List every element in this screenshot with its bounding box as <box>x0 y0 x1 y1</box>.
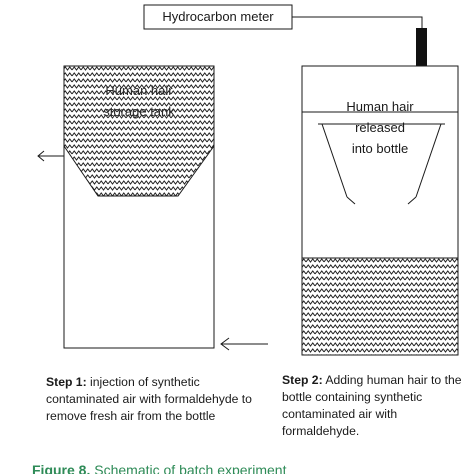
step1-title: Step 1: <box>46 375 87 389</box>
step1-text: injection of synthetic contaminated air … <box>46 375 252 423</box>
bottle-cap <box>301 65 459 113</box>
hydrocarbon-meter-label: Hydrocarbon meter <box>162 9 274 24</box>
meter-wire <box>292 16 423 28</box>
funnel-left-wall <box>321 123 348 198</box>
hair-storage-tank-hopper <box>63 65 215 197</box>
figure-caption: Figure 8. Schematic of batch experiment <box>32 462 452 474</box>
funnel-right-wall <box>415 123 442 198</box>
storage-tank-label-line-2: storage tank <box>103 104 175 119</box>
released-hair-layer <box>301 257 459 356</box>
funnel-right-tip <box>407 196 417 205</box>
released-label-line-1: Human hair <box>346 99 414 114</box>
figure-number: Figure 8. <box>32 462 91 474</box>
released-label-line-3: into bottle <box>351 141 409 156</box>
storage-tank-label-line-1: Human hair <box>105 83 173 98</box>
step2-title: Step 2: <box>282 373 323 387</box>
step2-text: Adding human hair to the bottle containi… <box>282 373 462 438</box>
released-label-line-2: released <box>355 120 405 135</box>
outlet-arrowhead <box>37 150 45 162</box>
step2-caption: Step 2: Adding human hair to the bottle … <box>282 372 472 440</box>
figure-caption-text: Schematic of batch experiment <box>90 462 287 474</box>
storage-tank-label: Human hair storage tank <box>64 80 214 122</box>
hydrocarbon-meter-box <box>143 4 293 30</box>
funnel-left-tip <box>346 196 356 205</box>
released-hair-label: Human hair released into bottle <box>300 96 460 159</box>
inlet-arrowhead <box>220 337 230 351</box>
step1-caption: Step 1: injection of synthetic contamina… <box>46 374 256 425</box>
sensor-probe <box>416 28 427 84</box>
